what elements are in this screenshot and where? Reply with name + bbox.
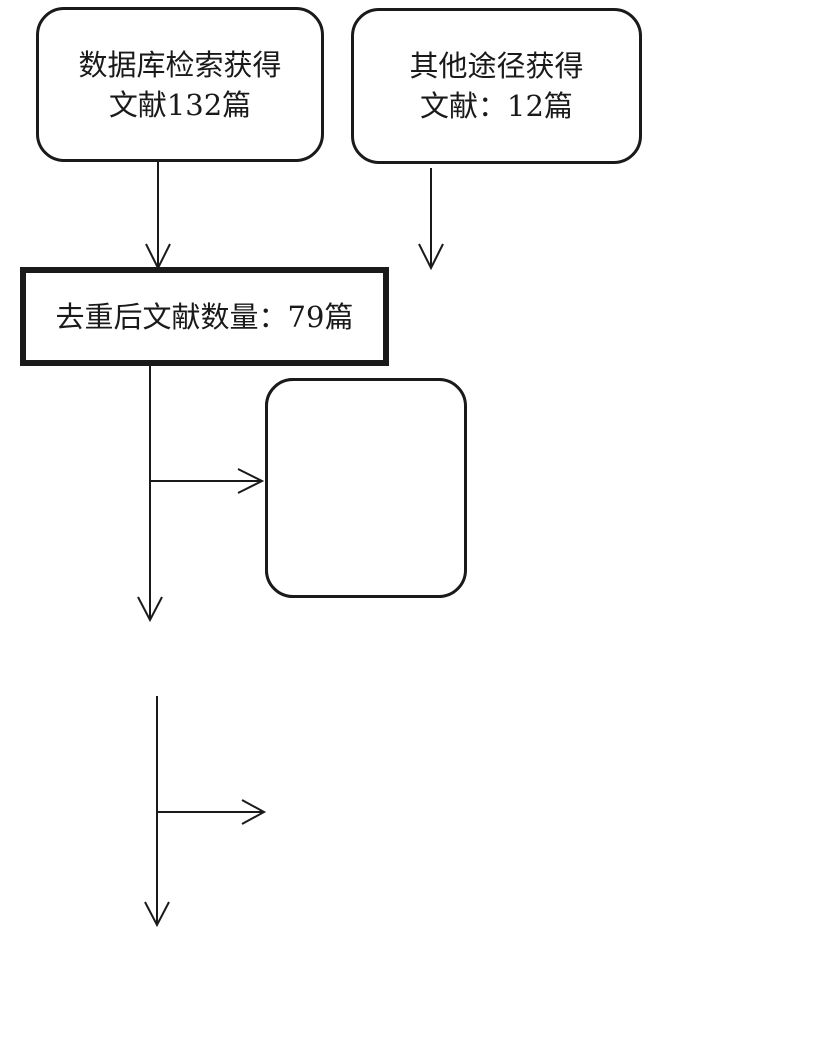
arrowhead-icon [137, 596, 163, 623]
arrowhead-icon [144, 901, 170, 928]
box-text-line: 文献：12篇 [420, 89, 573, 123]
box-text-line: 去重后文献数量：79篇 [55, 299, 354, 334]
box-text-line: 文献132篇 [108, 87, 252, 122]
box-database-search: 数据库检索获得 文献132篇 [36, 7, 324, 162]
box-deduplicated: 去重后文献数量：79篇 [20, 267, 389, 366]
box-exclusion-title-abstract [265, 378, 467, 598]
box-text-line: 其他途径获得 [409, 49, 584, 83]
box-text-line: 数据库检索获得 [78, 47, 282, 82]
box-other-sources: 其他途径获得 文献：12篇 [351, 8, 642, 164]
arrowhead-icon [241, 799, 267, 825]
arrowhead-icon [418, 243, 444, 271]
arrowhead-icon [237, 468, 265, 494]
